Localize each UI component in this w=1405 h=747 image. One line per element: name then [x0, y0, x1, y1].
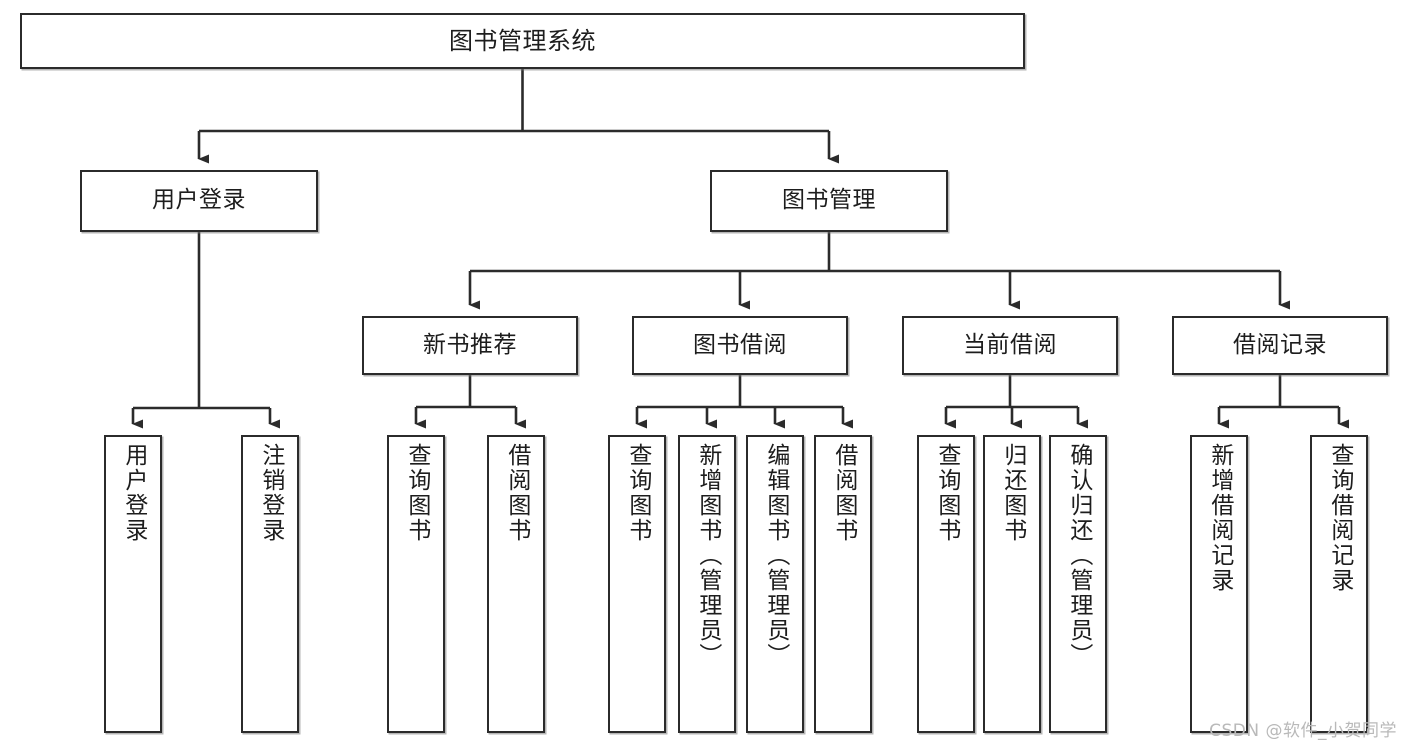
node-label: 查询借阅记录 [1326, 443, 1353, 593]
node-label: 新增借阅记录 [1206, 443, 1233, 593]
node-current-borrowing[interactable]: 当前借阅 [902, 316, 1118, 375]
node-book-management[interactable]: 图书管理 [710, 170, 948, 232]
node-new-book-recommendation[interactable]: 新书推荐 [362, 316, 578, 375]
node-label: 用户登录 [152, 187, 246, 214]
node-leaf-borrow-book[interactable]: 借阅图书 [814, 435, 872, 733]
node-label: 用户登录 [120, 443, 147, 543]
node-label: 当前借阅 [963, 331, 1057, 358]
node-leaf-return-book[interactable]: 归还图书 [983, 435, 1041, 733]
node-label: 归还图书 [999, 443, 1026, 543]
node-label: 注销登录 [257, 443, 284, 543]
node-label: 新书推荐 [423, 331, 517, 358]
node-leaf-add-book-admin[interactable]: 新增图书（管理员） [678, 435, 736, 733]
node-leaf-query-books[interactable]: 查询图书 [608, 435, 666, 733]
node-leaf-borrow-books-recommend[interactable]: 借阅图书 [487, 435, 545, 733]
node-label: 查询图书 [933, 443, 960, 543]
node-label: 新增图书（管理员） [694, 443, 721, 668]
node-leaf-query-books-recommend[interactable]: 查询图书 [387, 435, 445, 733]
node-label: 借阅图书 [830, 443, 857, 543]
node-leaf-query-borrow-record[interactable]: 查询借阅记录 [1310, 435, 1368, 733]
node-label: 编辑图书（管理员） [762, 443, 789, 668]
watermark-text: CSDN @软件_小贺同学 [1209, 721, 1397, 741]
node-user-login[interactable]: 用户登录 [80, 170, 318, 232]
node-label: 查询图书 [403, 443, 430, 543]
node-book-borrowing[interactable]: 图书借阅 [632, 316, 848, 375]
node-leaf-confirm-return-admin[interactable]: 确认归还（管理员） [1049, 435, 1107, 733]
node-label: 确认归还（管理员） [1065, 443, 1092, 668]
node-leaf-query-books-current[interactable]: 查询图书 [917, 435, 975, 733]
node-root-book-management-system[interactable]: 图书管理系统 [20, 13, 1025, 69]
node-leaf-add-borrow-record[interactable]: 新增借阅记录 [1190, 435, 1248, 733]
node-label: 借阅记录 [1233, 331, 1327, 358]
node-leaf-logout[interactable]: 注销登录 [241, 435, 299, 733]
node-borrowing-records[interactable]: 借阅记录 [1172, 316, 1388, 375]
node-label: 图书管理 [782, 187, 876, 214]
node-label: 借阅图书 [503, 443, 530, 543]
node-label: 查询图书 [624, 443, 651, 543]
node-label: 图书管理系统 [449, 26, 596, 55]
node-leaf-edit-book-admin[interactable]: 编辑图书（管理员） [746, 435, 804, 733]
node-leaf-user-login[interactable]: 用户登录 [104, 435, 162, 733]
node-label: 图书借阅 [693, 331, 787, 358]
